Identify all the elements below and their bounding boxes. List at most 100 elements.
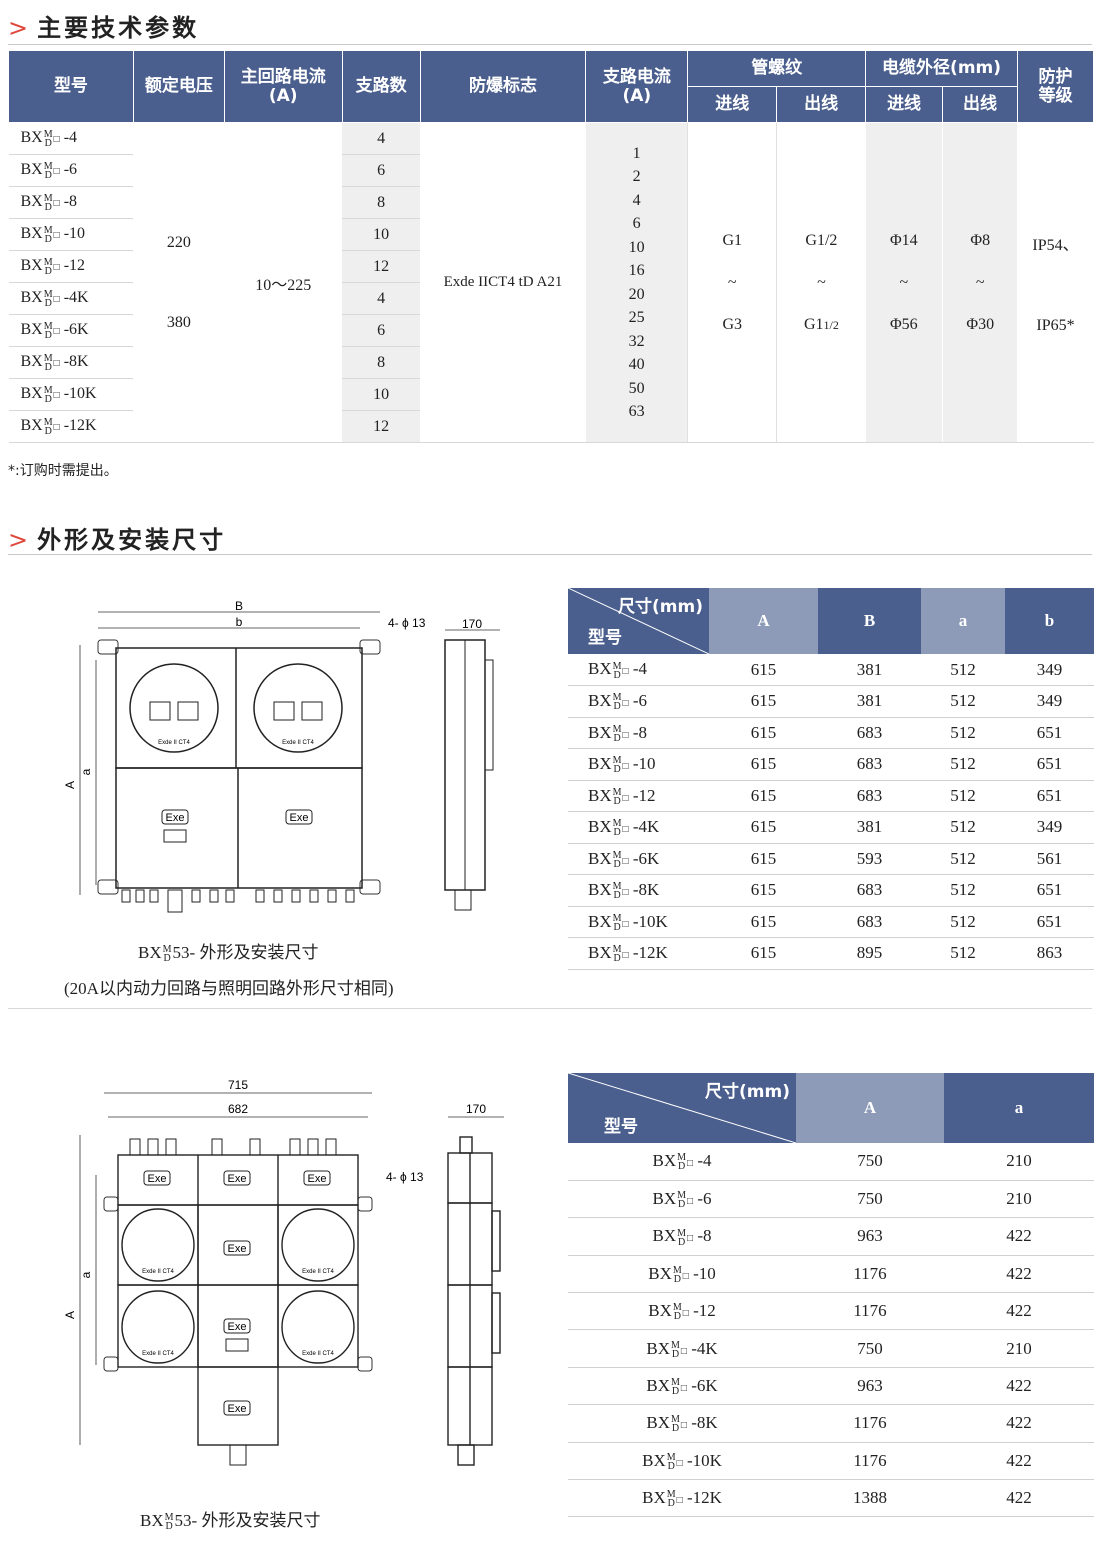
model-suffix: -10K [628, 911, 668, 931]
dimension-value: 422 [944, 1217, 1094, 1256]
dimension-value: 615 [709, 685, 818, 718]
model-suffix: -6 [628, 691, 647, 711]
dim-label-depth: 170 [462, 617, 482, 631]
dimension-value: 863 [1005, 937, 1094, 970]
dimension-value: 651 [1005, 874, 1094, 907]
col-header-A: A [709, 588, 818, 654]
model-suffix: -12K [682, 1488, 722, 1508]
dimension-value: 381 [818, 685, 921, 718]
branch-current-value: 25 [628, 309, 645, 326]
corner-header-top: 尺寸(mm) [618, 597, 703, 617]
branch-current-value: 20 [628, 285, 645, 303]
dimension-value: 750 [796, 1180, 944, 1219]
dim-label-A: A [63, 1311, 77, 1319]
model-prefix: BX [642, 1450, 666, 1470]
tilde: ~ [975, 273, 985, 291]
ex-mark-label: Exde II CT4 [302, 1351, 334, 1357]
dimension-value: 512 [921, 874, 1005, 907]
model-suffix: -10K [59, 385, 97, 403]
col-header-protection: 防护等级 [1016, 50, 1095, 123]
col-header-branches: 支路数 [341, 50, 421, 123]
branch-current-value: 63 [628, 403, 645, 420]
dimension-value: 1176 [796, 1255, 944, 1294]
dimension-value: 615 [709, 811, 818, 844]
dimension-value: 381 [818, 811, 921, 844]
dimension-value: 1388 [796, 1479, 944, 1518]
exe-label: Exe [228, 1403, 247, 1415]
model-suffix: -12K [59, 417, 97, 435]
model-suffix: -6K [686, 1375, 718, 1395]
model-prefix: BX [642, 1488, 666, 1508]
model-suffix: -12 [59, 257, 86, 275]
col-header-cable-in: 进线 [865, 86, 944, 123]
exe-label: Exe [148, 1173, 167, 1185]
model-suffix: -4K [628, 817, 660, 837]
model-suffix: -12 [688, 1301, 716, 1321]
dimension-value: 651 [1005, 906, 1094, 938]
col-header-model: 型号 [8, 50, 134, 123]
dimension-value: 683 [818, 748, 921, 781]
tilde: ~ [727, 273, 737, 291]
caption-suffix: 53- 外形及安装尺寸 [174, 1511, 321, 1530]
model-suffix: -6 [59, 161, 78, 179]
dimension-value: 1176 [796, 1404, 944, 1443]
dimension-value: 963 [796, 1217, 944, 1256]
caption-sub: D [163, 953, 171, 965]
branch-current-value: 16 [628, 262, 645, 279]
dim-label-a: a [79, 768, 93, 775]
model-prefix: BX [20, 417, 43, 435]
section-title-text: 主要技术参数 [37, 14, 200, 42]
col-header-a: a [921, 588, 1005, 654]
dimension-value: 651 [1005, 748, 1094, 781]
dimension-value: 651 [1005, 780, 1094, 812]
dimension-value: 349 [1005, 811, 1094, 844]
col-header-thread-in: 进线 [687, 86, 778, 123]
exe-label: Exe [228, 1243, 247, 1255]
caption-prefix: BX [138, 943, 162, 962]
branch-current-value: 2 [632, 168, 641, 185]
corner-header-bottom: 型号 [588, 628, 622, 648]
exe-label: Exe [166, 812, 185, 824]
caption-sup: M [164, 1512, 174, 1524]
dimension-value: 615 [709, 748, 818, 781]
dimension-value: 651 [1005, 717, 1094, 749]
thread-value: G1/2 [805, 231, 838, 249]
model-suffix: -4K [686, 1338, 718, 1358]
dimension-value: 512 [921, 843, 1005, 875]
col-header-voltage: 额定电压 [132, 50, 225, 123]
branch-count-cell: 12 [342, 410, 421, 443]
dimension-value: 422 [944, 1292, 1094, 1331]
